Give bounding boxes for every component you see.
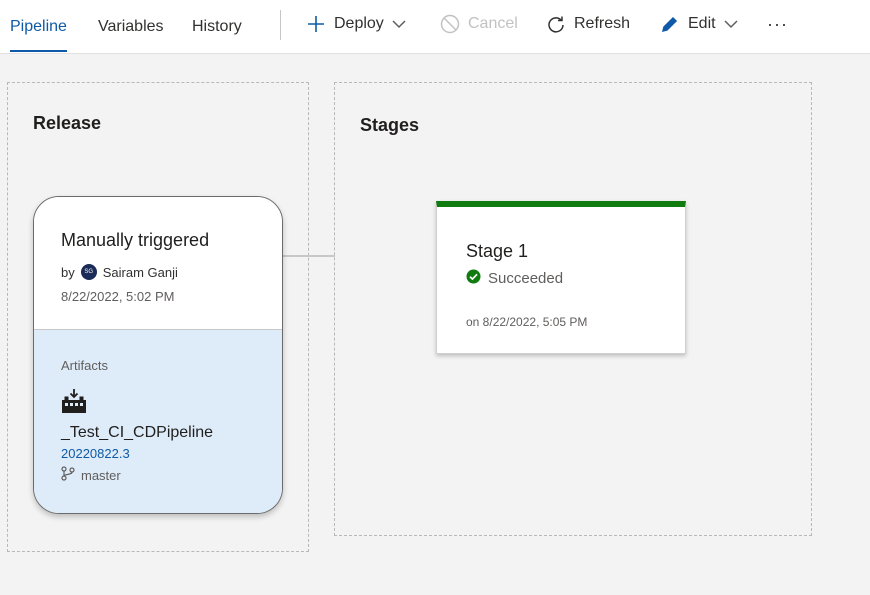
user-name[interactable]: Sairam Ganji	[102, 264, 178, 280]
tab-variables[interactable]: Variables	[98, 0, 164, 54]
pipeline-connector	[283, 255, 335, 257]
stage-card[interactable]: Stage 1 Succeeded on 8/22/2022, 5:05 PM	[436, 201, 686, 354]
branch-name: master	[81, 467, 121, 483]
toolbar-divider	[280, 10, 281, 40]
tab-pipeline[interactable]: Pipeline	[10, 0, 67, 54]
refresh-button[interactable]: Refresh	[546, 0, 630, 48]
artifact-name: _Test_CI_CDPipeline	[61, 424, 214, 441]
tab-history-label: History	[192, 18, 242, 35]
cancel-label: Cancel	[468, 15, 518, 32]
block-icon	[440, 14, 460, 34]
more-actions-button[interactable]: ···	[767, 0, 788, 48]
plus-icon	[306, 14, 326, 34]
stage-status: Succeeded	[466, 269, 563, 288]
tab-variables-label: Variables	[98, 18, 164, 35]
release-panel	[7, 82, 309, 552]
deploy-label: Deploy	[334, 15, 384, 32]
cancel-button[interactable]: Cancel	[440, 0, 518, 48]
refresh-icon	[546, 14, 566, 34]
edit-button[interactable]: Edit	[660, 0, 738, 48]
stage-status-label: Succeeded	[488, 270, 564, 287]
chevron-down-icon	[724, 19, 738, 29]
trigger-title: Manually triggered	[61, 230, 210, 250]
chevron-down-icon	[392, 19, 406, 29]
refresh-label: Refresh	[574, 15, 631, 32]
stage-name: Stage 1	[466, 241, 529, 261]
success-check-icon	[466, 269, 481, 288]
pencil-icon	[660, 14, 680, 34]
artifacts-section: Artifacts _Test_CI_CDPipeline 20220822.3	[34, 330, 282, 513]
deploy-button[interactable]: Deploy	[306, 0, 406, 48]
trigger-date: 8/22/2022, 5:02 PM	[61, 289, 175, 304]
branch-icon	[61, 466, 75, 484]
artifact-version-link[interactable]: 20220822.3	[61, 446, 130, 461]
release-panel-title: Release	[33, 113, 102, 133]
release-card[interactable]: Manually triggered by SG Sairam Ganji 8/…	[33, 196, 283, 514]
build-artifact-icon	[61, 388, 87, 419]
triggered-by: by SG Sairam Ganji	[61, 264, 178, 280]
avatar: SG	[80, 264, 97, 280]
command-bar: Pipeline Variables History Deploy Cancel…	[0, 0, 870, 54]
trigger-section: Manually triggered by SG Sairam Ganji 8/…	[34, 197, 282, 330]
artifacts-label: Artifacts	[61, 358, 108, 373]
tab-pipeline-label: Pipeline	[10, 18, 67, 35]
by-prefix: by	[61, 264, 75, 280]
more-icon: ···	[767, 13, 788, 34]
stages-panel-title: Stages	[360, 115, 420, 135]
artifact-branch: master	[61, 466, 121, 484]
stage-date: on 8/22/2022, 5:05 PM	[466, 315, 588, 329]
edit-label: Edit	[688, 15, 716, 32]
tab-history[interactable]: History	[192, 0, 242, 54]
stages-panel	[334, 82, 812, 536]
